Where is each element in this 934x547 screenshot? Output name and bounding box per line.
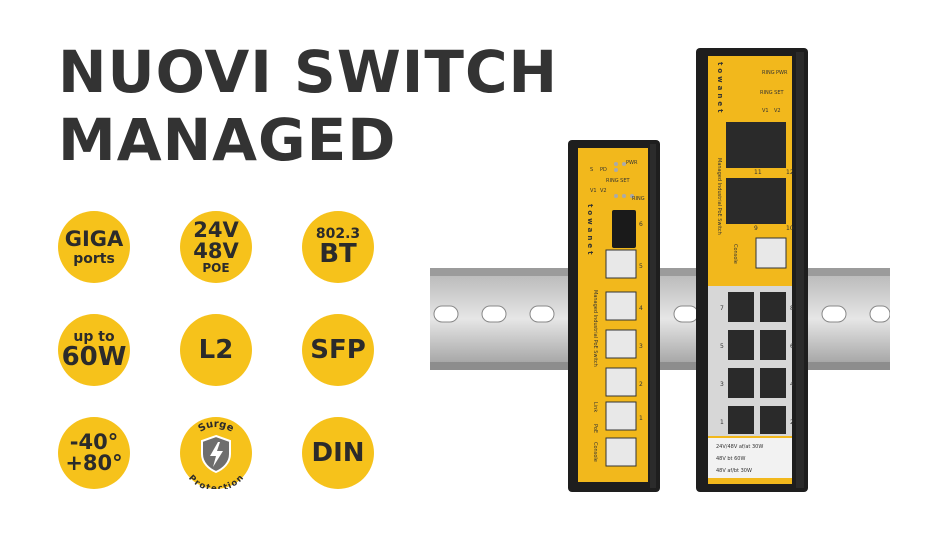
led-v2-label: V2	[600, 188, 607, 194]
rj45-ports	[605, 249, 637, 467]
small-switch-model: Managed Industrial PoE Switch	[592, 290, 598, 367]
headline-line-1: NUOVI SWITCH	[58, 38, 559, 106]
badge-802-3-bt: 802.3 BT	[302, 211, 374, 283]
led-s-label: S	[590, 167, 593, 173]
port-label-6: 6	[790, 343, 794, 350]
led-pd-label: PD	[600, 167, 607, 173]
headline-line-2: MANAGED	[58, 106, 397, 174]
spec-line-3: 48V af/bt 30W	[716, 468, 752, 474]
led-ring-set-label: RING SET	[760, 90, 784, 96]
large-switch-brand: towanet	[716, 62, 724, 115]
port-label-1: 1	[639, 415, 643, 422]
badge-din: DIN	[302, 417, 374, 489]
badge-temperature-range: -40° +80°	[58, 417, 130, 489]
badge-layer-text: L2	[198, 335, 234, 365]
port-label-7: 7	[720, 305, 724, 312]
badge-poe-line3: POE	[202, 261, 230, 275]
badge-sfp-text: SFP	[310, 335, 366, 365]
badge-giga-bottom: ports	[73, 250, 115, 267]
sfp-label-11: 11	[754, 169, 762, 176]
port-label-6: 6	[639, 221, 643, 228]
din-rail	[430, 268, 890, 370]
svg-text:Surge: Surge	[196, 419, 235, 435]
port-label-5: 5	[720, 343, 724, 350]
sfp-port	[612, 210, 636, 248]
large-switch: towanet RING PWR RING SET V1 V2 11 12 9 …	[696, 48, 808, 492]
badge-poe-voltage: 24V 48V POE	[180, 211, 252, 283]
port-label-3: 3	[639, 343, 643, 350]
badge-sfp: SFP	[302, 314, 374, 386]
port-label-4: 4	[790, 381, 794, 388]
badge-power-bottom: 60W	[61, 342, 127, 372]
large-switch-model: Managed Industrial PoE Switch	[716, 158, 722, 235]
badge-layer-2: L2	[180, 314, 252, 386]
badge-up-to-60w: up to 60W	[58, 314, 130, 386]
port-label-8: 8	[790, 305, 794, 312]
port-label-3: 3	[720, 381, 724, 388]
badge-poe-line2: 48V	[193, 239, 239, 263]
sfp-label-10: 10	[786, 225, 794, 232]
port-label-4: 4	[639, 305, 643, 312]
shield-icon	[201, 434, 231, 474]
spec-line-2: 48V bt 60W	[716, 456, 745, 462]
label-console: Console	[732, 244, 738, 264]
led-v2-label: V2	[774, 108, 781, 114]
badge-giga-top: GIGA	[64, 226, 124, 251]
led-v1-label: V1	[590, 188, 597, 194]
port-label-1: 1	[720, 419, 724, 426]
surge-text-top: Surge	[196, 419, 235, 435]
small-switch-brand: towanet	[586, 204, 594, 257]
badge-bt-bottom: BT	[319, 239, 357, 269]
badge-power-top: up to	[73, 329, 115, 345]
led-pwr-label: PWR	[776, 70, 788, 76]
port-label-5: 5	[639, 263, 643, 270]
small-switch: S PD PWR RING SET V1 V2 RING towanet 6 5…	[568, 140, 660, 492]
led-pwr-label: PWR	[626, 160, 638, 166]
sfp-label-12: 12	[786, 169, 794, 176]
led-ring-label: RING	[762, 70, 775, 76]
led-ring-set-label: RING SET	[606, 178, 630, 184]
label-poe: PoE	[592, 424, 598, 433]
badge-giga-ports: GIGA ports	[58, 211, 130, 283]
badge-poe-line1: 24V	[193, 218, 239, 242]
badge-din-text: DIN	[311, 438, 365, 468]
port-label-2: 2	[790, 419, 794, 426]
headline: NUOVI SWITCH MANAGED	[58, 38, 558, 174]
port-label-2: 2	[639, 381, 643, 388]
sfp-label-9: 9	[754, 225, 758, 232]
label-link: Link	[592, 402, 598, 412]
led-v1-label: V1	[762, 108, 769, 114]
label-console: Console	[592, 442, 598, 462]
spec-line-1: 24V/48V af/at 30W	[716, 444, 763, 450]
badge-surge-protection: Surge Protection	[180, 417, 252, 489]
badge-temp-top: -40°	[69, 430, 119, 454]
badge-bt-top: 802.3	[315, 226, 361, 242]
led-ring-label: RING	[632, 196, 645, 202]
badge-temp-bottom: +80°	[65, 451, 123, 475]
